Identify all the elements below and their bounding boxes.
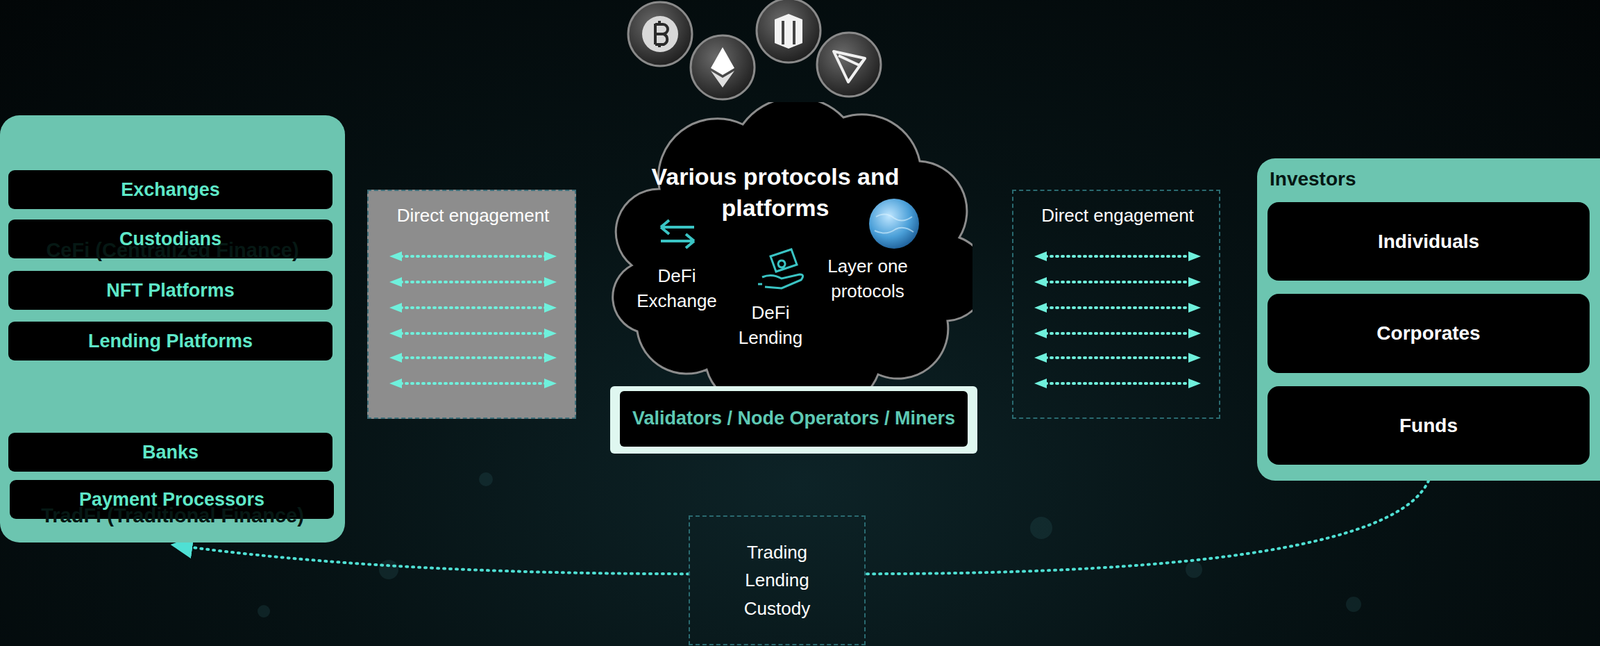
dotted-arrow-line (1045, 280, 1190, 284)
arrow-head (544, 328, 557, 339)
globe-icon (869, 198, 920, 249)
node-title: Exchanges (120, 179, 221, 201)
arrow-head (389, 276, 402, 287)
dotted-arrow-line (400, 356, 546, 359)
lending-icon (758, 249, 804, 289)
dotted-arrow-line (1045, 254, 1190, 258)
node-text: DeFi Exchange (628, 263, 726, 314)
dotted-arrow-line (400, 306, 546, 309)
bokeh-dots (257, 472, 1362, 618)
arrow-head (1034, 251, 1047, 261)
arrow-head (1188, 251, 1201, 261)
arrow-head (1034, 302, 1047, 313)
dotted-arrow-line (400, 331, 546, 335)
arrow-head (1034, 378, 1047, 389)
protocol-cloud: Various protocols and platformsDeFi Exch… (603, 102, 973, 396)
node-title: Direct engagement (368, 204, 578, 227)
cloud-shape (612, 102, 973, 396)
coin-icons (628, 0, 881, 100)
validator-box: Validators / Node Operators / Miners (610, 385, 978, 454)
node-title: Funds (1399, 414, 1458, 437)
globe-texture (874, 213, 914, 233)
arrow-head (1034, 328, 1047, 339)
dotted-arrow-line (1045, 356, 1190, 359)
exchange-icon (660, 220, 695, 248)
node-text: Layer one protocols (815, 253, 920, 305)
investor-box: Individuals (1267, 201, 1590, 281)
arrow-head (544, 378, 557, 389)
arrow-head (544, 251, 557, 261)
arrow-head (389, 251, 402, 261)
arrow-head (1188, 378, 1201, 389)
node-title: Various protocols and platforms (650, 161, 901, 224)
dotted-arrow-line (1045, 381, 1190, 385)
node-title: Banks (142, 441, 199, 463)
service-box: Exchanges (8, 170, 333, 209)
activity-box: Trading Lending Custody (688, 515, 866, 645)
arrow-head (1188, 302, 1201, 313)
engagement-box: Direct engagement (1012, 189, 1221, 419)
arrow-head (1188, 328, 1201, 339)
arrow-head (389, 378, 402, 389)
node-title: Trading Lending Custody (728, 537, 827, 622)
dotted-connector (175, 544, 689, 574)
node-title: Custodians (119, 228, 222, 250)
arrow-head (1034, 352, 1047, 363)
arrow-head (389, 352, 402, 363)
arrow-head (1188, 352, 1201, 363)
service-box: NFT Platforms (8, 270, 333, 310)
node-text: DeFi Lending (728, 299, 813, 351)
service-box: Lending Platforms (8, 321, 333, 361)
service-box: Banks (8, 432, 333, 472)
node-title: Validators / Node Operators / Miners (619, 390, 968, 447)
dotted-arrow-line (400, 254, 546, 258)
dotted-arrow-line (400, 280, 546, 284)
arrow-head (389, 302, 402, 313)
group-panel: CeFi (Centralized Finance)TradFi (Tradit… (0, 115, 345, 543)
node-title: Payment Processors (79, 488, 265, 511)
arrow-head (544, 352, 557, 363)
arrow-head (544, 276, 557, 287)
dotted-connector (865, 480, 1429, 574)
investor-box: Funds (1267, 385, 1590, 465)
arrow-head (1188, 276, 1201, 287)
node-title: Individuals (1377, 230, 1480, 253)
arrow-head (544, 302, 557, 313)
node-title: Direct engagement (1013, 204, 1222, 227)
node-title: Investors (1269, 167, 1478, 191)
node-title: NFT Platforms (106, 279, 235, 302)
investor-box: Corporates (1267, 293, 1590, 373)
group-panel: InvestorsIndividualsCorporatesFunds (1257, 158, 1600, 481)
cloud-outline (603, 102, 973, 396)
dotted-arrow-line (1045, 306, 1190, 309)
dotted-arrow-line (1045, 331, 1190, 335)
engagement-box: Direct engagement (367, 189, 577, 419)
node-title: Lending Platforms (88, 330, 253, 352)
dotted-arrow-line (400, 381, 546, 385)
node-title: Corporates (1376, 322, 1480, 345)
arrow-head (389, 328, 402, 339)
arrow-head (1034, 276, 1047, 287)
